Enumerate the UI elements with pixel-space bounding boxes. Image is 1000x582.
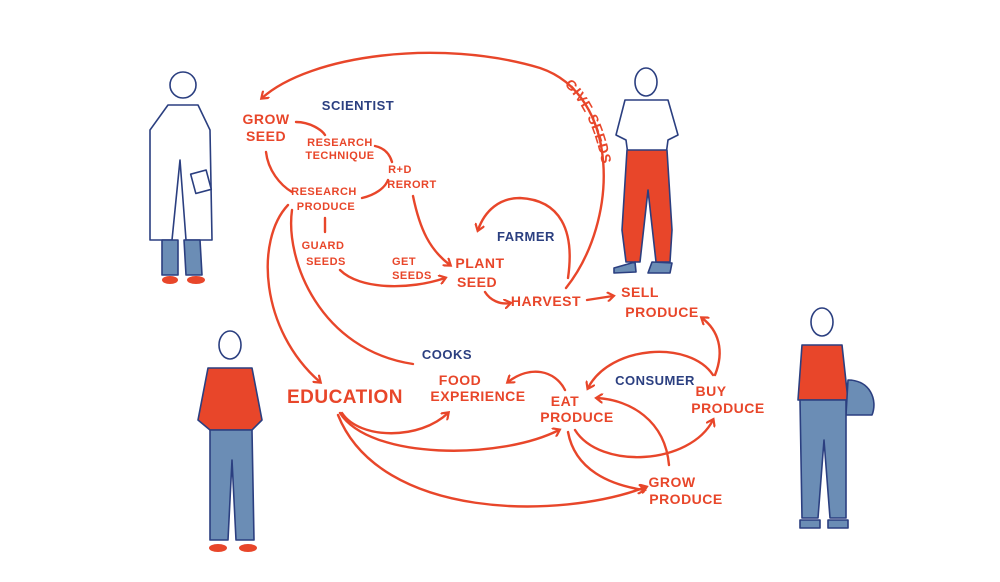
node-eat-produce-2: PRODUCE — [540, 409, 614, 425]
arrows — [262, 51, 721, 508]
node-give-seeds: GIVE SEEDS — [562, 76, 615, 165]
arrow-research-to-rd — [360, 178, 390, 200]
node-get-seeds-1: GET — [392, 256, 416, 268]
arrow-grow-to-technique — [294, 120, 327, 137]
arrow-technique-to-rd — [373, 144, 394, 164]
node-grow-seed-2: SEED — [246, 128, 286, 144]
arrow-grow-to-research — [264, 150, 294, 194]
arrow-education-to-food — [340, 413, 448, 435]
node-buy-produce-1: BUY — [695, 383, 726, 399]
labels: SCIENTIST FARMER COOKS CONSUMER GROW SEE… — [242, 76, 764, 507]
node-sell-produce-1: SELL — [621, 284, 659, 300]
node-buy-produce-2: PRODUCE — [691, 400, 765, 416]
scientist-figure — [149, 71, 213, 284]
node-harvest: HARVEST — [511, 293, 581, 309]
node-rd-report-2: RERORT — [387, 179, 436, 191]
node-guard-seeds-2: SEEDS — [306, 256, 346, 268]
consumer-figure — [797, 307, 875, 529]
arrow-guard-to-plant — [338, 268, 445, 288]
node-research-technique-2: TECHNIQUE — [305, 150, 374, 162]
node-research-produce-2: PRODUCE — [297, 201, 356, 213]
role-cooks: COOKS — [422, 347, 472, 362]
node-grow-produce-1: GROW — [648, 474, 695, 490]
node-get-seeds-2: SEEDS — [392, 270, 432, 282]
node-sell-produce-2: PRODUCE — [625, 304, 699, 320]
arrow-education-to-eat — [338, 411, 559, 452]
arrow-harvest-loop — [478, 196, 571, 280]
cook-figure — [197, 330, 263, 552]
give-seeds-text: GIVE SEEDS — [562, 76, 614, 165]
arrow-research-to-education — [266, 203, 320, 382]
arrow-rd-to-plant — [411, 194, 450, 265]
node-research-produce-1: RESEARCH — [291, 186, 357, 198]
node-grow-seed-1: GROW — [242, 111, 289, 127]
role-farmer: FARMER — [497, 229, 555, 244]
arrow-eat-to-food — [508, 370, 567, 392]
arrow-eat-to-grow — [566, 430, 644, 490]
arrow-eat-to-buy — [573, 420, 713, 459]
node-food-experience-2: EXPERIENCE — [430, 388, 525, 404]
node-grow-produce-2: PRODUCE — [649, 491, 723, 507]
arrow-harvest-to-sell — [585, 296, 613, 300]
node-food-experience-1: FOOD — [439, 372, 481, 388]
role-consumer: CONSUMER — [615, 373, 695, 388]
arrow-plant-to-harvest — [483, 290, 510, 303]
node-rd-report-1: R+D — [388, 164, 412, 176]
role-scientist: SCIENTIST — [322, 98, 394, 113]
arrow-buy-to-eat — [588, 350, 715, 388]
node-education: EDUCATION — [287, 387, 403, 408]
arrow-grow-to-eat — [597, 398, 671, 467]
node-research-technique-1: RESEARCH — [307, 137, 373, 149]
arrow-education-to-grow — [336, 413, 646, 508]
farmer-figure — [613, 67, 679, 274]
arrow-give-seeds — [262, 51, 605, 290]
node-guard-seeds-1: GUARD — [302, 240, 345, 252]
node-eat-produce-1: EAT — [551, 393, 579, 409]
arrow-buy-to-sell — [702, 318, 721, 377]
arrow-research-to-cooks — [289, 208, 415, 366]
node-plant-seed-2: SEED — [457, 274, 497, 290]
node-plant-seed-1: PLANT — [455, 255, 504, 271]
